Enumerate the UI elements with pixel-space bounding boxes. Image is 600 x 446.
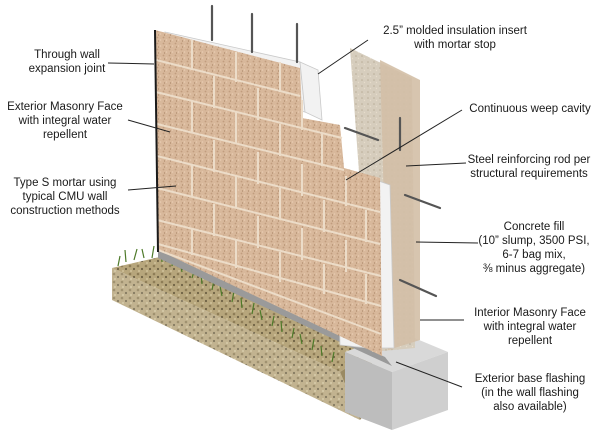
label-reinforcing-rod: Steel reinforcing rod per structural req…	[467, 154, 591, 180]
concrete-footing-front	[345, 352, 392, 430]
leader-concrete-fill	[415, 241, 479, 244]
exterior-masonry-face	[155, 30, 382, 356]
label-weep-cavity: Continuous weep cavity	[469, 103, 591, 115]
expansion-joint-edge	[154, 29, 159, 253]
leader-expansion-joint	[107, 62, 155, 65]
steel-reinforcing-rods	[210, 4, 442, 298]
concrete-footing-top	[345, 332, 448, 372]
leader-base-flashing	[395, 361, 463, 388]
gravel-base-front	[112, 268, 360, 420]
leader-exterior-face	[127, 119, 171, 133]
label-expansion-joint: Through wall expansion joint	[28, 49, 106, 75]
leader-insulation	[317, 39, 369, 75]
concrete-footing-side	[392, 352, 448, 430]
label-type-s-mortar: Type S mortar using typical CMU wall con…	[10, 177, 120, 217]
label-interior-masonry-face: Interior Masonry Face with integral wate…	[474, 307, 586, 347]
label-base-flashing: Exterior base flashing (in the wall flas…	[474, 373, 586, 413]
leader-weep-cavity	[345, 109, 463, 181]
label-concrete-fill: Concrete fill (10” slump, 3500 PSI, 6-7 …	[478, 221, 590, 275]
leader-reinforcing-rod	[405, 162, 467, 167]
gravel-base-top	[112, 250, 370, 372]
label-insulation-insert: 2.5” molded insulation insert with morta…	[383, 25, 527, 51]
label-exterior-masonry-face: Exterior Masonry Face with integral wate…	[7, 101, 123, 141]
mortar-joints	[155, 40, 382, 335]
leader-mortar	[127, 185, 177, 191]
leader-lines	[107, 39, 479, 388]
